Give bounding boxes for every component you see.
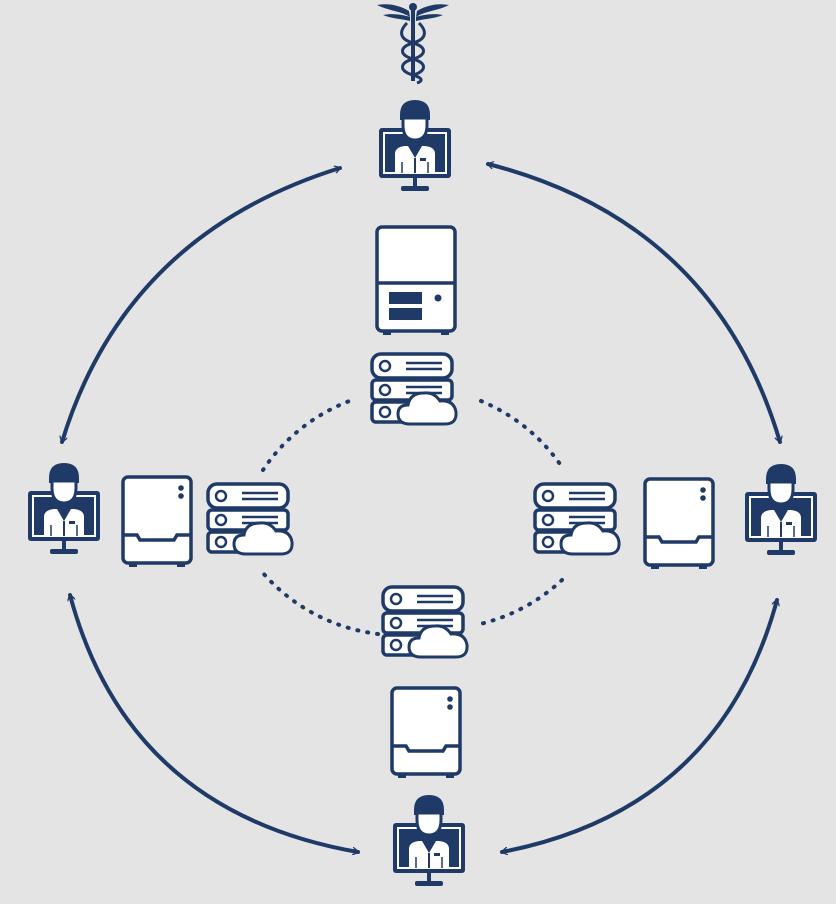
- dotted-link-bottom-left: [261, 571, 380, 636]
- arrow-left-bottom: [70, 593, 360, 852]
- dotted-link-top-right: [479, 399, 564, 469]
- cloud-server-icon: [206, 482, 294, 556]
- cloud-server-icon: [370, 352, 458, 426]
- dotted-link-left-top: [261, 397, 357, 472]
- lab-instrument-icon: [121, 475, 193, 569]
- doctor-monitor-icon: [743, 462, 819, 557]
- lab-instrument-icon: [390, 686, 462, 780]
- arrows: [62, 164, 780, 852]
- lab-instrument-icon: [643, 477, 715, 571]
- doctor-monitor-icon: [377, 98, 453, 193]
- caduceus-icon: [375, 1, 451, 85]
- arrow-top-right: [486, 164, 780, 444]
- arrow-right-bottom: [500, 598, 777, 852]
- dotted-link-right-bottom: [478, 578, 564, 626]
- cloud-server-icon: [381, 585, 469, 659]
- lab-instrument-icon: [375, 225, 457, 337]
- doctor-monitor-icon: [391, 793, 467, 888]
- doctor-monitor-icon: [26, 461, 102, 556]
- arrow-top-left: [62, 168, 342, 444]
- cloud-server-icon: [533, 482, 621, 556]
